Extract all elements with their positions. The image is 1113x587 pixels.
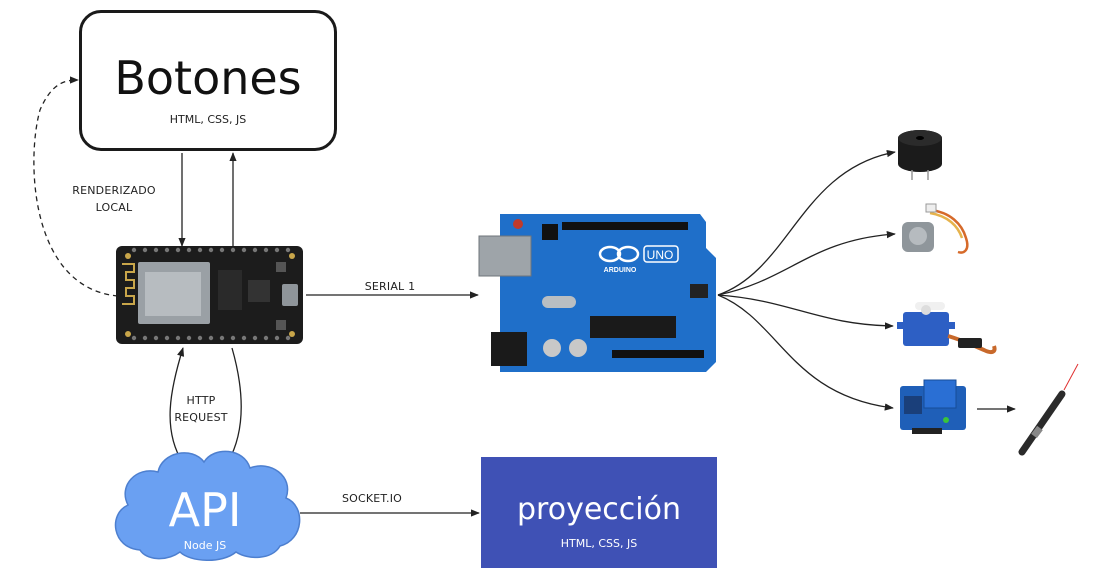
arduino-uno-board-icon: UNO ARDUINO <box>478 214 716 372</box>
serial-label: SERIAL 1 <box>364 280 416 293</box>
nodemcu-pin <box>131 247 137 253</box>
stepper-motor-icon <box>902 203 969 254</box>
buzzer-icon <box>898 130 942 180</box>
proyeccion-subtitle: HTML, CSS, JS <box>560 537 638 550</box>
renderizado-label-line1: RENDERIZADO <box>72 184 156 197</box>
api-subtitle: Node JS <box>183 539 227 552</box>
nodemcu-pin <box>175 335 181 341</box>
laser-pointer-icon <box>1018 363 1079 456</box>
nodemcu-pin <box>175 247 181 253</box>
nodemcu-pin <box>263 335 269 341</box>
arduino-model-text: UNO <box>647 248 674 262</box>
nodemcu-pin <box>241 335 247 341</box>
nodemcu-pin <box>285 335 291 341</box>
botones-title: Botones <box>114 51 302 105</box>
nodemcu-pin <box>142 335 148 341</box>
socket-label: SOCKET.IO <box>341 492 403 505</box>
arrow-nodemcu-to-api <box>227 347 242 463</box>
nodemcu-pin <box>186 335 192 341</box>
relay-module-icon <box>900 379 966 434</box>
arrow-to-relay <box>717 294 894 411</box>
nodemcu-pin <box>219 335 225 341</box>
nodemcu-pin <box>208 335 214 341</box>
nodemcu-pin <box>164 247 170 253</box>
nodemcu-pin <box>186 247 192 253</box>
arrow-api-to-nodemcu <box>169 347 185 464</box>
nodemcu-pin <box>131 335 137 341</box>
nodemcu-pin <box>219 247 225 253</box>
botones-subtitle: HTML, CSS, JS <box>169 113 247 126</box>
botones-box: Botones HTML, CSS, JS <box>79 10 337 151</box>
nodemcu-board-icon <box>116 246 303 344</box>
proyeccion-title: proyección <box>517 492 681 527</box>
servo-motor-icon <box>897 302 997 355</box>
arduino-brand-text: ARDUINO <box>604 267 637 274</box>
nodemcu-pin <box>285 247 291 253</box>
arrow-to-buzzer <box>717 149 896 296</box>
arrow-to-stepper <box>717 230 896 296</box>
api-title: API <box>168 483 242 537</box>
nodemcu-pin <box>164 335 170 341</box>
http-label-line2: REQUEST <box>174 411 228 424</box>
api-cloud <box>114 450 301 561</box>
nodemcu-pin <box>197 247 203 253</box>
nodemcu-pin <box>252 247 258 253</box>
nodemcu-pin <box>263 247 269 253</box>
nodemcu-pin <box>153 335 159 341</box>
nodemcu-pin <box>197 335 203 341</box>
nodemcu-pin <box>208 247 214 253</box>
nodemcu-pin <box>274 335 280 341</box>
nodemcu-pin <box>274 247 280 253</box>
nodemcu-pin <box>142 247 148 253</box>
arrow-to-servo <box>717 294 894 330</box>
nodemcu-pin <box>230 247 236 253</box>
nodemcu-pin <box>241 247 247 253</box>
nodemcu-pin <box>153 247 159 253</box>
nodemcu-pin <box>230 335 236 341</box>
http-label-line1: HTTP <box>186 394 216 407</box>
proyeccion-box: proyección HTML, CSS, JS <box>481 457 717 568</box>
nodemcu-pin <box>252 335 258 341</box>
renderizado-label-line2: LOCAL <box>95 201 133 214</box>
